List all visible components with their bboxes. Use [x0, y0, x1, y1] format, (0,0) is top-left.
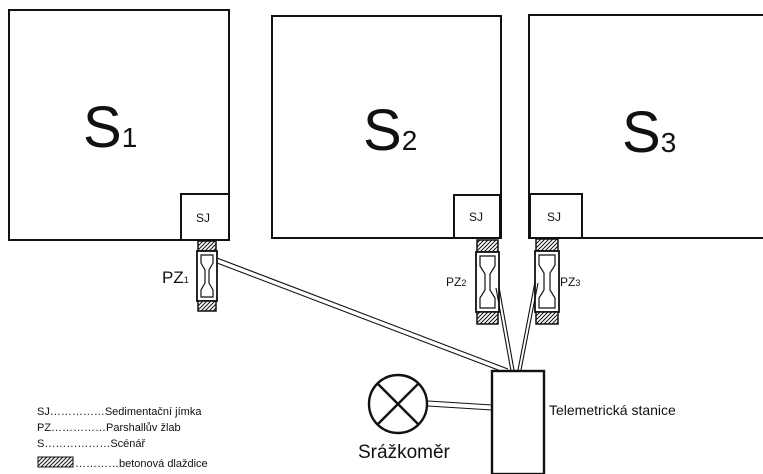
- flume-3-label: PZ3: [560, 275, 580, 289]
- sump-1-box: [180, 193, 230, 241]
- plot-3-label: S3: [622, 100, 676, 165]
- sump-3-label: SJ: [547, 210, 561, 224]
- flume-2-label: PZ2: [446, 275, 466, 289]
- legend-hatch-swatch: [37, 456, 74, 468]
- rain-gauge-label: Srážkoměr: [358, 442, 451, 463]
- cable-flume-2: [495, 286, 515, 372]
- plot-2-label: S2: [363, 98, 417, 163]
- telemetry-station-box: [490, 369, 546, 474]
- legend: SJ……………Sedimentační jímka PZ……………Parshal…: [37, 406, 208, 470]
- legend-item-concrete: …………betonová dlaždice: [75, 458, 208, 470]
- rain-gauge-icon: [367, 373, 429, 435]
- plot-1-label: S1: [83, 95, 137, 160]
- telemetry-station-label: Telemetrická stanice: [549, 402, 676, 418]
- cable-flume-3: [517, 281, 539, 371]
- sump-2-label: SJ: [469, 210, 483, 224]
- sump-2-box: [453, 194, 501, 239]
- flume-1-label: PZ1: [162, 268, 189, 287]
- legend-item-sj: SJ……………Sedimentační jímka: [37, 406, 202, 418]
- sump-3-box: [529, 193, 583, 239]
- flume-1: [196, 240, 218, 312]
- legend-item-s: S………………Scénář: [37, 438, 146, 450]
- sump-1-label: SJ: [196, 211, 210, 225]
- flume-2: [475, 239, 500, 325]
- legend-item-pz: PZ……………Parshallův žlab: [37, 422, 181, 434]
- cable-rain-gauge: [427, 400, 493, 411]
- cable-flume-1: [216, 257, 509, 374]
- flume-3: [534, 238, 560, 325]
